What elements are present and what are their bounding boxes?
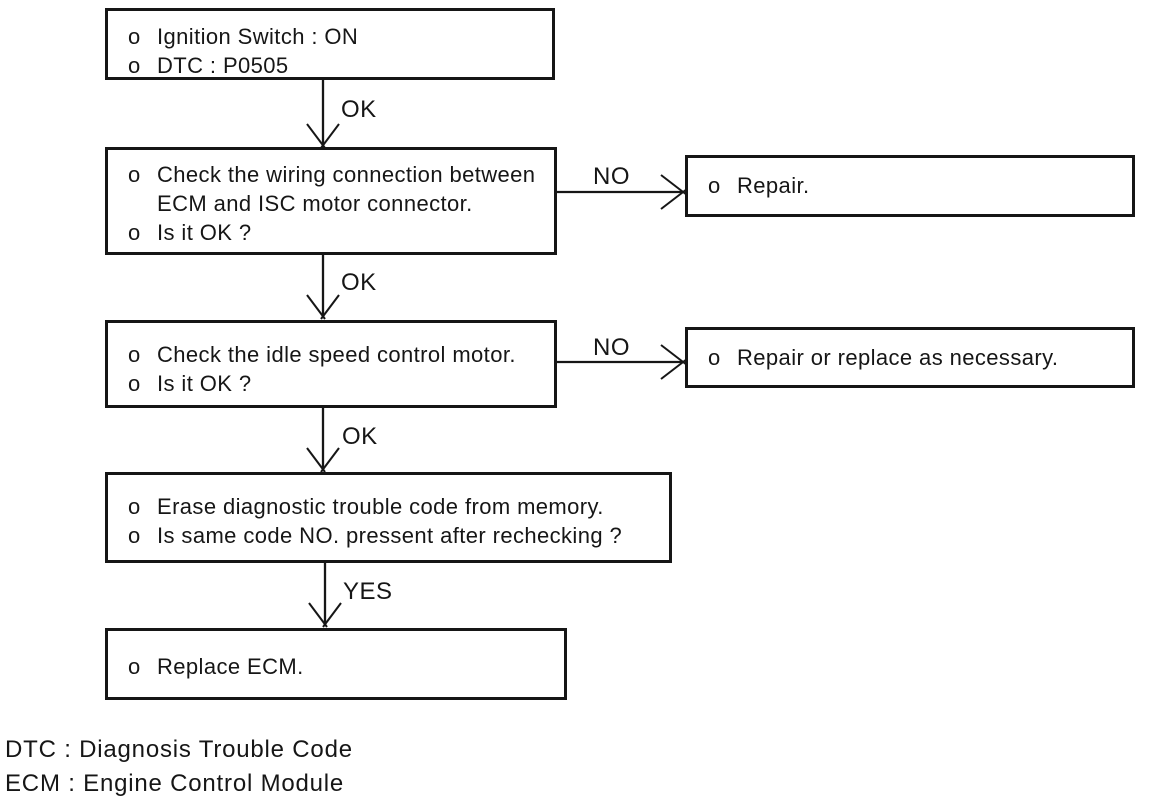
arrow-down-yes [308,563,342,628]
label-ok-3: OK [342,423,378,450]
box-line-text: Ignition Switch : ON [157,24,359,49]
bullet: o [128,371,141,396]
flow-box-repair: o Repair. [685,155,1135,217]
bullet: o [128,523,141,548]
box-line: o Check the wiring connection between [128,160,554,189]
box-line-text: Is same code NO. pressent after rechecki… [157,523,623,548]
bullet: o [708,173,721,198]
box-line: o Erase diagnostic trouble code from mem… [128,492,663,521]
bullet: o [128,53,141,78]
box-line-text: Repair or replace as necessary. [737,345,1059,370]
box-line-text: Is it OK ? [157,371,252,396]
footnote-dtc: DTC : Diagnosis Trouble Code [5,736,353,763]
arrow-right-no-1 [557,174,688,210]
flow-box-erase-code: o Erase diagnostic trouble code from mem… [105,472,672,563]
box-line: o Ignition Switch : ON [128,22,546,51]
box-line: o Repair or replace as necessary. [708,343,1126,372]
box-line: o Is it OK ? [128,369,548,398]
footnote-ecm: ECM : Engine Control Module [5,770,345,797]
box-line-text: Is it OK ? [157,220,252,245]
box-line-text: Check the wiring connection between [157,162,536,187]
flow-box-check-isc-motor: o Check the idle speed control motor. o … [105,320,557,408]
box-line: o Replace ECM. [128,652,558,681]
arrow-down-ok-1 [306,80,340,149]
arrow-right-no-2 [557,344,688,380]
label-yes: YES [343,578,393,605]
arrow-down-ok-3 [306,408,340,473]
label-ok-1: OK [341,96,377,123]
bullet: o [128,654,141,679]
flow-box-check-wiring: o Check the wiring connection between EC… [105,147,557,255]
box-line-text: DTC : P0505 [157,53,289,78]
label-no-1: NO [593,163,630,190]
box-line-text: ECM and ISC motor connector. [157,191,473,216]
box-line-text: Check the idle speed control motor. [157,342,516,367]
box-line: ECM and ISC motor connector. [128,189,554,218]
box-line: o Is same code NO. pressent after rechec… [128,521,663,550]
bullet: o [128,342,141,367]
bullet: o [128,24,141,49]
box-line-text: Replace ECM. [157,654,304,679]
box-line: o Check the idle speed control motor. [128,340,548,369]
flow-box-replace-ecm: o Replace ECM. [105,628,567,700]
bullet: o [128,162,141,187]
flow-box-repair-or-replace: o Repair or replace as necessary. [685,327,1135,388]
box-line-text: Erase diagnostic trouble code from memor… [157,494,604,519]
box-line: o Is it OK ? [128,218,554,247]
bullet: o [128,220,141,245]
bullet: o [708,345,721,370]
arrow-down-ok-2 [306,255,340,320]
flow-box-ignition-dtc: o Ignition Switch : ON o DTC : P0505 [105,8,555,80]
box-line-text: Repair. [737,173,810,198]
bullet: o [128,494,141,519]
box-line: o Repair. [708,171,1126,200]
label-ok-2: OK [341,269,377,296]
box-line: o DTC : P0505 [128,51,546,80]
label-no-2: NO [593,334,630,361]
